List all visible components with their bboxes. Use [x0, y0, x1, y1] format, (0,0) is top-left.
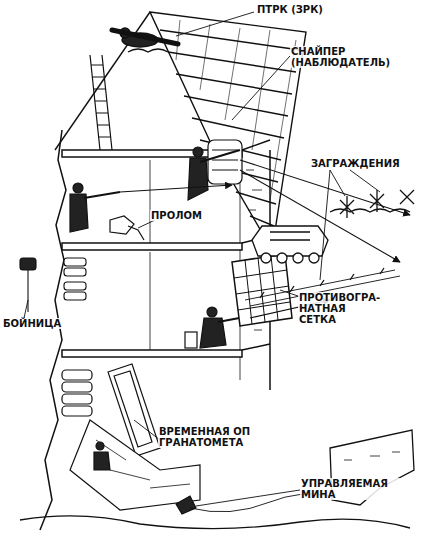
sandbag-loophole-part — [64, 268, 86, 276]
leader-lines-part — [350, 170, 380, 192]
armored-vehicle — [252, 226, 328, 263]
sniper-part — [200, 150, 240, 162]
ruined-wall-part — [344, 452, 400, 480]
armored-vehicle-part — [309, 253, 319, 263]
sandbag-loophole-part — [20, 258, 36, 270]
atgm-team — [112, 28, 178, 52]
prone-soldier-part — [207, 307, 217, 317]
leader-lines-part — [134, 420, 160, 440]
ladder-part — [91, 65, 110, 137]
sniper-part — [193, 147, 203, 157]
grenade-position-part — [94, 452, 110, 470]
prone-soldier-part — [200, 318, 226, 348]
rifleman-part — [73, 183, 83, 193]
callout-label: ПРОТИВОГРА- НАТНАЯ СЕТКА — [298, 292, 384, 325]
grenade-position-part — [114, 371, 152, 447]
leader-lines-part — [280, 290, 298, 296]
sandbag-loophole-part — [64, 282, 86, 290]
barriers-part — [400, 190, 414, 204]
armored-vehicle-part — [293, 253, 303, 263]
fire-lines-part — [240, 170, 400, 262]
walls-part — [150, 160, 151, 350]
grenade-position-part — [62, 406, 92, 416]
callout-label: БОЙНИЦА — [2, 318, 62, 329]
leader-lines-part — [330, 170, 345, 196]
callout-label: ЗАГРАЖДЕНИЯ — [310, 158, 401, 169]
roof-part — [160, 30, 300, 226]
sandbag-loophole — [20, 258, 86, 312]
atgm-team-part — [112, 30, 178, 44]
armored-vehicle-part — [252, 226, 328, 256]
ladder — [90, 55, 112, 150]
prone-soldier-part — [185, 332, 197, 348]
walls-part — [40, 130, 66, 530]
leader-lines-part — [320, 170, 330, 280]
rifleman-part — [128, 226, 144, 240]
sniper-part — [208, 140, 242, 184]
grenade-position-part — [96, 442, 104, 450]
armored-vehicle-part — [261, 253, 271, 263]
sandbag-loophole-part — [64, 258, 86, 266]
leader-lines-part — [232, 56, 290, 120]
leader-lines-part — [176, 12, 254, 36]
barriers — [245, 190, 414, 306]
sniper-part — [212, 150, 238, 170]
ladder-part — [90, 55, 112, 150]
callout-label: УПРАВЛЯЕМАЯ МИНА — [300, 478, 412, 500]
controlled-mine-part — [176, 496, 196, 514]
roof-part — [176, 20, 296, 200]
armored-vehicle-part — [270, 232, 310, 240]
barriers-part — [340, 196, 354, 218]
leader-lines-part — [138, 220, 155, 228]
ruined-wall-part — [20, 516, 410, 529]
grenade-position-part — [62, 382, 92, 392]
rifleman-part — [70, 194, 88, 232]
sniper — [188, 140, 242, 200]
atgm-team-part — [128, 49, 168, 52]
grenade-net-part — [234, 256, 290, 324]
walls-part — [62, 350, 242, 357]
roof-part — [150, 12, 306, 250]
armored-vehicle-part — [277, 253, 287, 263]
leader-lines — [24, 12, 380, 506]
roof — [55, 12, 306, 250]
callout-label: СНАЙПЕР (НАБЛЮДАТЕЛЬ) — [290, 46, 420, 68]
rifleman-part — [110, 216, 134, 234]
callout-label: ВРЕМЕННАЯ ОП ГРАНАТОМЕТА — [158, 426, 270, 448]
callout-label: ПТРК (ЗРК) — [256, 4, 324, 15]
grenade-position-part — [62, 394, 92, 404]
callout-label: ПРОЛОМ — [150, 210, 203, 221]
sandbag-loophole-part — [27, 270, 28, 312]
grenade-position-part — [62, 370, 92, 380]
walls — [40, 130, 270, 530]
rifleman-part — [84, 192, 120, 198]
walls-part — [62, 243, 242, 250]
fire-lines-part — [120, 185, 232, 192]
leader-lines-part — [24, 300, 28, 318]
sandbag-loophole-part — [64, 292, 86, 300]
sniper-part — [188, 158, 208, 200]
leader-lines-part — [196, 490, 300, 506]
